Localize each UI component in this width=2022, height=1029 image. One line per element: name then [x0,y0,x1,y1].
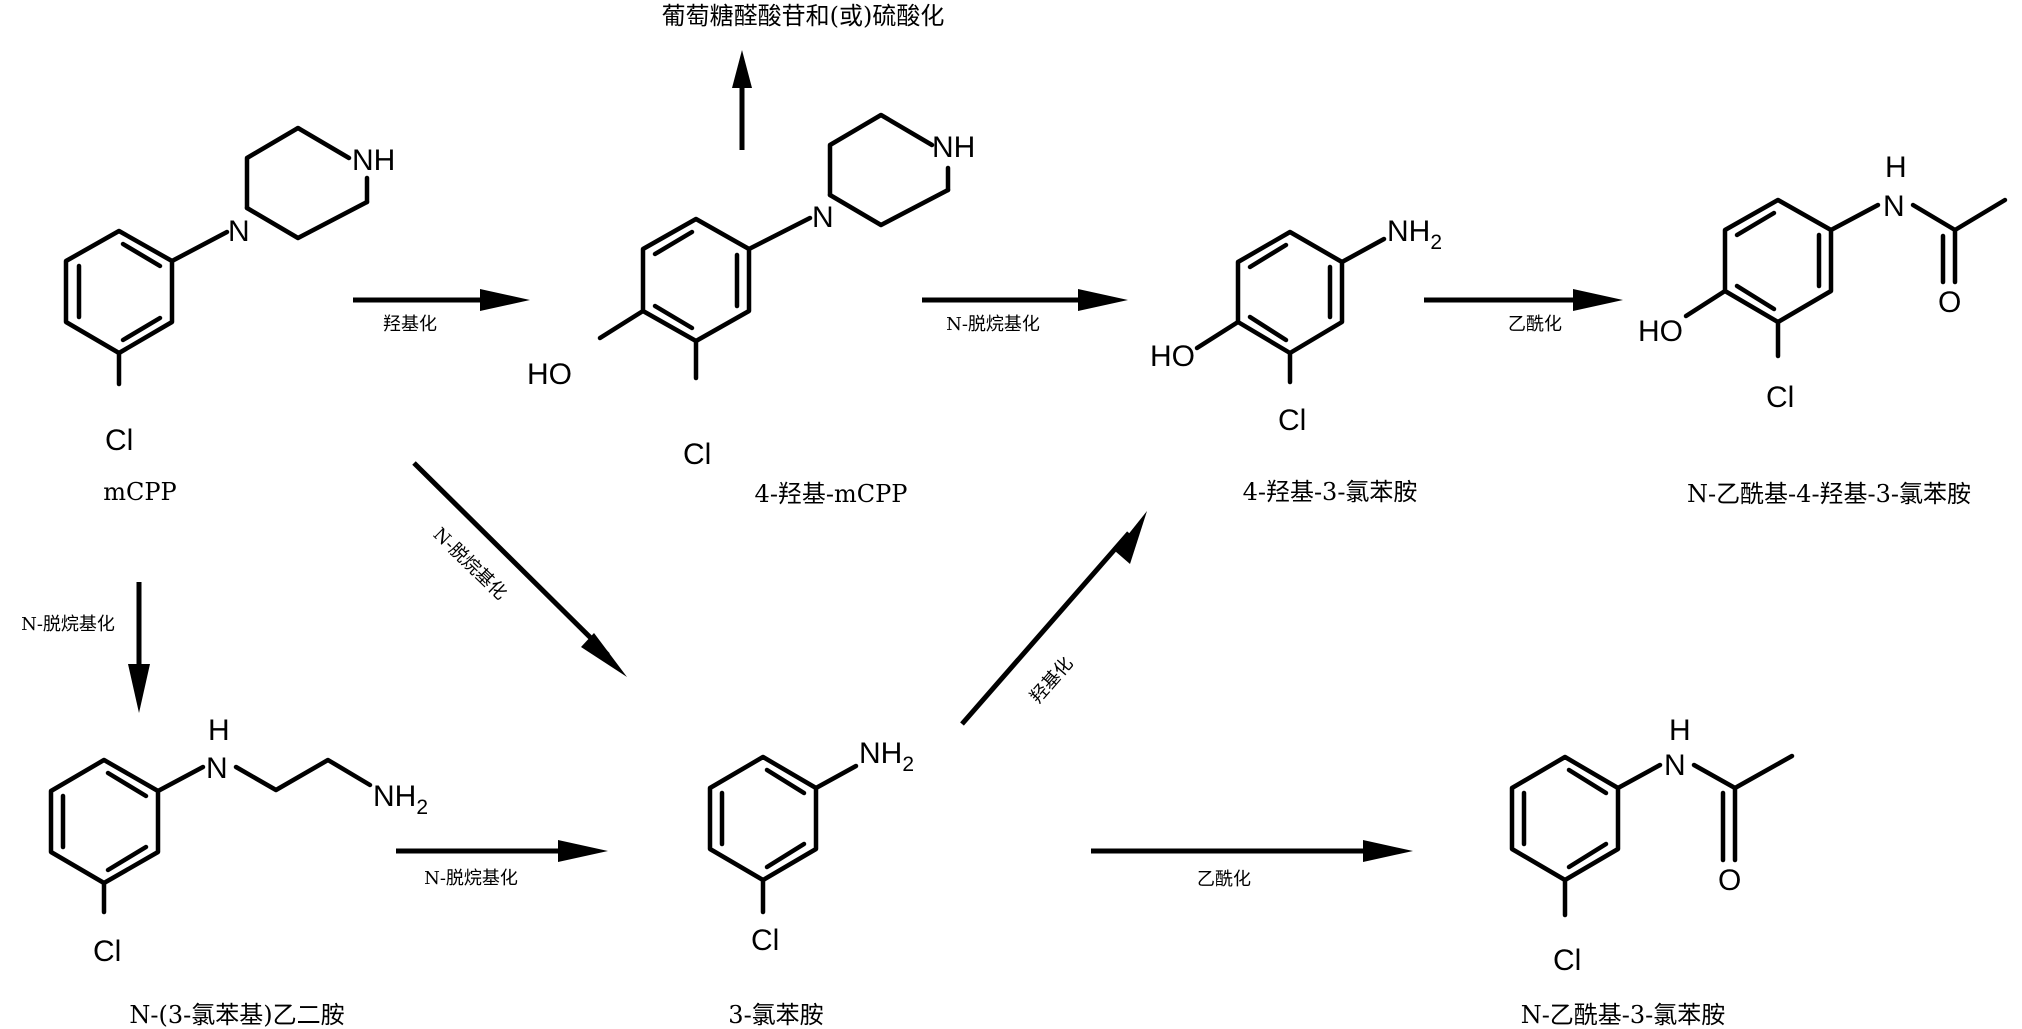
reaction-label-hydroxylation-diagonal: 羟基化 [1026,653,1077,708]
amide-hydrogen: H [1885,151,1907,184]
chlorine-atom: Cl [93,935,121,968]
terminal-amino-nh: NH [373,780,416,813]
reaction-label-dealkylation-down: N-脱烷基化 [21,614,115,635]
benzene-ring [48,757,161,886]
chlorine-atom: Cl [1278,404,1306,437]
arrow-acetylation-1 [1424,289,1623,311]
amino-group: NH2 [859,737,914,776]
nh-group: NH [932,131,975,164]
arrow-dealkylation-diagonal [412,461,627,677]
chlorine-atom: Cl [105,424,133,457]
carbonyl-oxygen: O [1718,864,1741,897]
structure-hydroxy-mcpp: N NH HO Cl [527,112,975,471]
benzene-ring [640,216,752,344]
structure-acetyl-chloroaniline: H N O Cl [1509,714,1795,977]
benzene-ring [707,754,819,883]
compound-name-chloroaniline: 3-氯苯胺 [728,1001,823,1029]
arrow-hydroxylation-1 [353,289,530,311]
chlorine-atom: Cl [751,924,779,957]
benzene-ring [63,228,175,356]
compound-name-hydroxy-mcpp: 4-羟基-mCPP [755,480,908,508]
compound-name-hydroxy-chloroaniline: 4-羟基-3-氯苯胺 [1243,478,1418,506]
amide-nitrogen: N [1883,190,1905,223]
amino-nh: NH [1387,215,1430,248]
hydroxyl-group: HO [1638,315,1683,348]
benzene-ring [1722,197,1834,325]
amino-subscript: 2 [1430,231,1442,254]
reaction-label-acetylation-1: 乙酰化 [1508,314,1562,335]
compound-name-chlorophenyl-ethylenediamine: N-(3-氯苯基)乙二胺 [129,1001,344,1029]
compound-name-mcpp: mCPP [103,478,176,506]
terminal-amino-group: NH2 [373,780,428,819]
structure-acetyl-hydroxy-chloroaniline: H N O HO Cl [1638,151,2008,414]
amine-nitrogen: N [206,752,228,785]
structure-hydroxy-chloroaniline: NH2 HO Cl [1150,215,1442,437]
compound-name-acetyl-chloroaniline: N-乙酰基-3-氯苯胺 [1521,1001,1726,1029]
structure-mcpp: N NH Cl [63,125,395,457]
reaction-label-acetylation-2: 乙酰化 [1197,869,1251,890]
arrow-to-side-product [732,50,752,150]
compound-name-acetyl-hydroxy-chloroaniline: N-乙酰基-4-羟基-3-氯苯胺 [1687,480,1971,508]
arrow-acetylation-2 [1091,840,1413,862]
arrow-hydroxylation-diagonal [960,511,1147,726]
hydroxyl-group: HO [1150,340,1195,373]
reaction-label-dealkylation-2: N-脱烷基化 [424,868,518,889]
chlorine-atom: Cl [1553,944,1581,977]
structure-chlorophenyl-ethylenediamine: H N NH2 Cl [48,714,428,968]
amide-nitrogen: N [1664,749,1686,782]
nh-group: NH [352,144,395,177]
reaction-label-hydroxylation-1: 羟基化 [383,314,437,335]
chlorine-atom: Cl [1766,381,1794,414]
amine-hydrogen: H [208,714,230,747]
nitrogen-atom: N [228,215,250,248]
chlorine-atom: Cl [683,438,711,471]
arrow-dealkylation-2 [396,840,608,862]
benzene-ring [1235,229,1345,356]
hydroxyl-group: HO [527,358,572,391]
nitrogen-atom: N [812,201,834,234]
arrow-dealkylation-down [128,582,150,713]
side-product-label: 葡萄糖醛酸苷和(或)硫酸化 [662,2,945,30]
benzene-ring [1509,754,1621,883]
amino-subscript: 2 [902,753,914,776]
arrow-dealkylation-1 [922,289,1128,311]
amino-nh: NH [859,737,902,770]
structure-chloroaniline: NH2 Cl [707,737,914,957]
reaction-label-dealkylation-1: N-脱烷基化 [946,314,1040,335]
reaction-label-dealkylation-diagonal: N-脱烷基化 [429,524,511,604]
carbonyl-oxygen: O [1938,286,1961,319]
amide-hydrogen: H [1669,714,1691,747]
amino-group: NH2 [1387,215,1442,254]
terminal-amino-subscript: 2 [416,796,428,819]
